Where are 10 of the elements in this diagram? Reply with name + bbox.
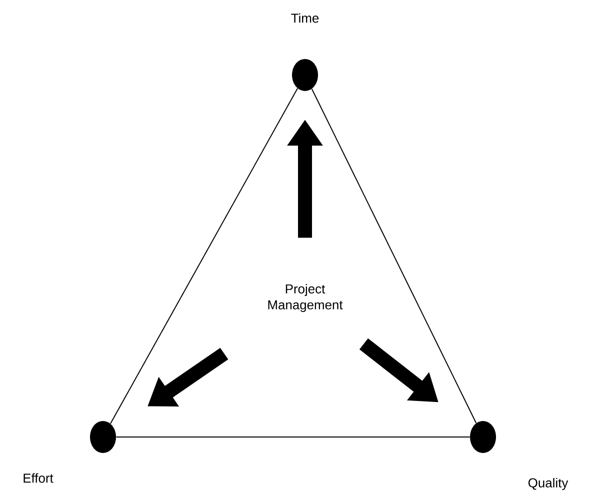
vertex-dot: [90, 421, 116, 453]
center-label: Project Management: [268, 284, 343, 312]
triangle-side: [116, 436, 470, 438]
triangle-side: [311, 88, 477, 424]
vertex-label: Time: [291, 13, 319, 23]
vertex-label: Quality: [528, 478, 568, 490]
triangle-side: [110, 88, 298, 424]
vertex-dot: [292, 59, 318, 91]
vertex-label: Effort: [24, 473, 54, 483]
vertex-dot: [470, 421, 496, 453]
